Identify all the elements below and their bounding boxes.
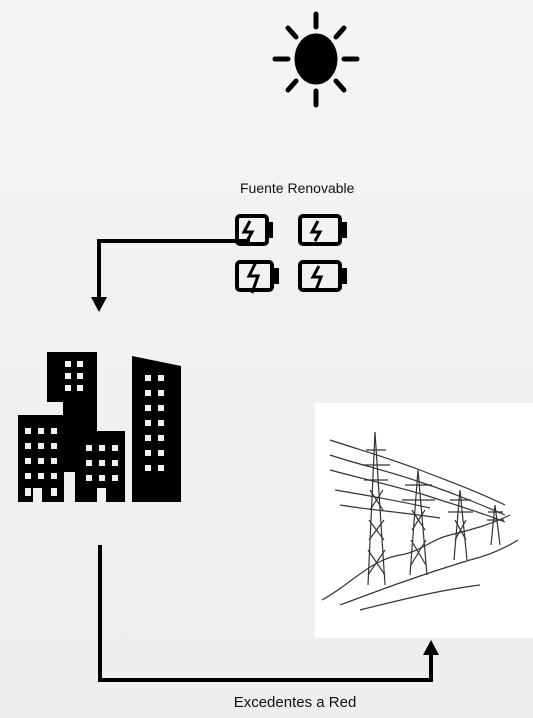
grid-excess-label: Excedentes a Red [185, 695, 405, 711]
sun-icon [275, 14, 357, 105]
panel-cell [237, 262, 277, 293]
arrow-to-grid [100, 545, 439, 680]
power-towers-icon [322, 432, 518, 610]
buildings-icon [18, 352, 181, 502]
panel-cell [300, 216, 345, 244]
arrow-to-building [91, 241, 250, 312]
renewable-source-label: Fuente Renovable [240, 180, 350, 196]
panel-cell [300, 262, 345, 290]
renewable-panel-icon [237, 216, 345, 293]
